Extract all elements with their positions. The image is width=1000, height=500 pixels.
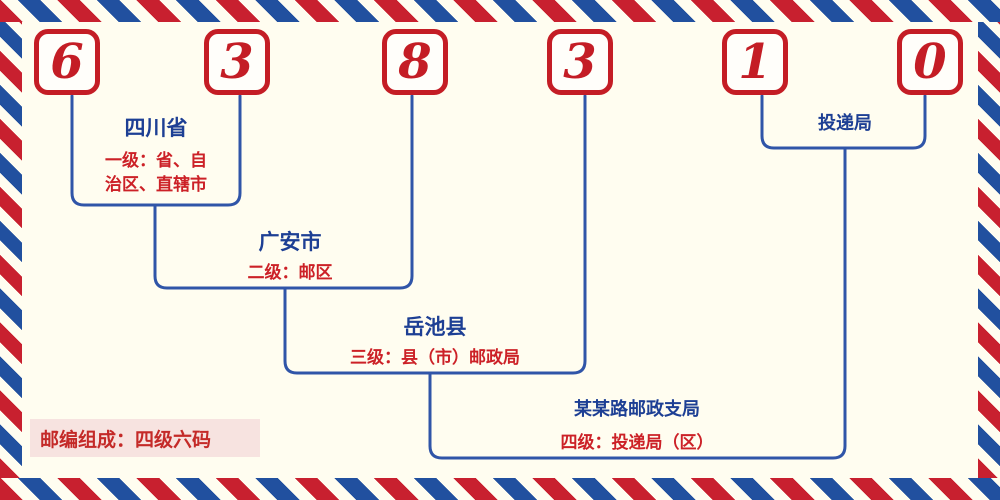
level1-desc-line1: 一级：省、自 — [105, 151, 207, 170]
level4-desc: 四级：投递局（区） — [560, 433, 714, 452]
envelope-border-top — [0, 0, 1000, 22]
digit-box-4: 3 — [547, 29, 613, 95]
digit-box-5: 1 — [722, 29, 788, 95]
level2-desc: 二级：邮区 — [247, 263, 333, 282]
digit-box-6: 0 — [897, 29, 963, 95]
digit-4: 3 — [563, 34, 597, 90]
digit-6: 0 — [913, 34, 947, 90]
level4-place-label: 某某路邮政支局 — [574, 399, 700, 419]
composition-note-box: 邮编组成：四级六码 — [30, 419, 260, 457]
envelope-border-right — [978, 22, 1000, 478]
digit-5: 1 — [738, 34, 772, 90]
digit-3: 8 — [398, 34, 432, 90]
level1-desc-line2: 治区、直辖市 — [105, 175, 207, 194]
composition-note-text: 邮编组成：四级六码 — [40, 429, 212, 451]
digit-1: 6 — [50, 34, 84, 90]
digit-box-2: 3 — [204, 29, 270, 95]
digit-2: 3 — [220, 34, 254, 90]
level1-place-label: 四川省 — [124, 117, 188, 140]
digit-box-1: 6 — [34, 29, 100, 95]
level2-place-label: 广安市 — [258, 231, 322, 254]
envelope-border-left — [0, 22, 22, 478]
level3-desc: 三级：县（市）邮政局 — [350, 348, 520, 367]
level3-place-label: 岳池县 — [403, 316, 467, 339]
digit-box-3: 8 — [382, 29, 448, 95]
delivery-office-label: 投递局 — [818, 113, 872, 133]
envelope-border-bottom — [0, 478, 1000, 500]
